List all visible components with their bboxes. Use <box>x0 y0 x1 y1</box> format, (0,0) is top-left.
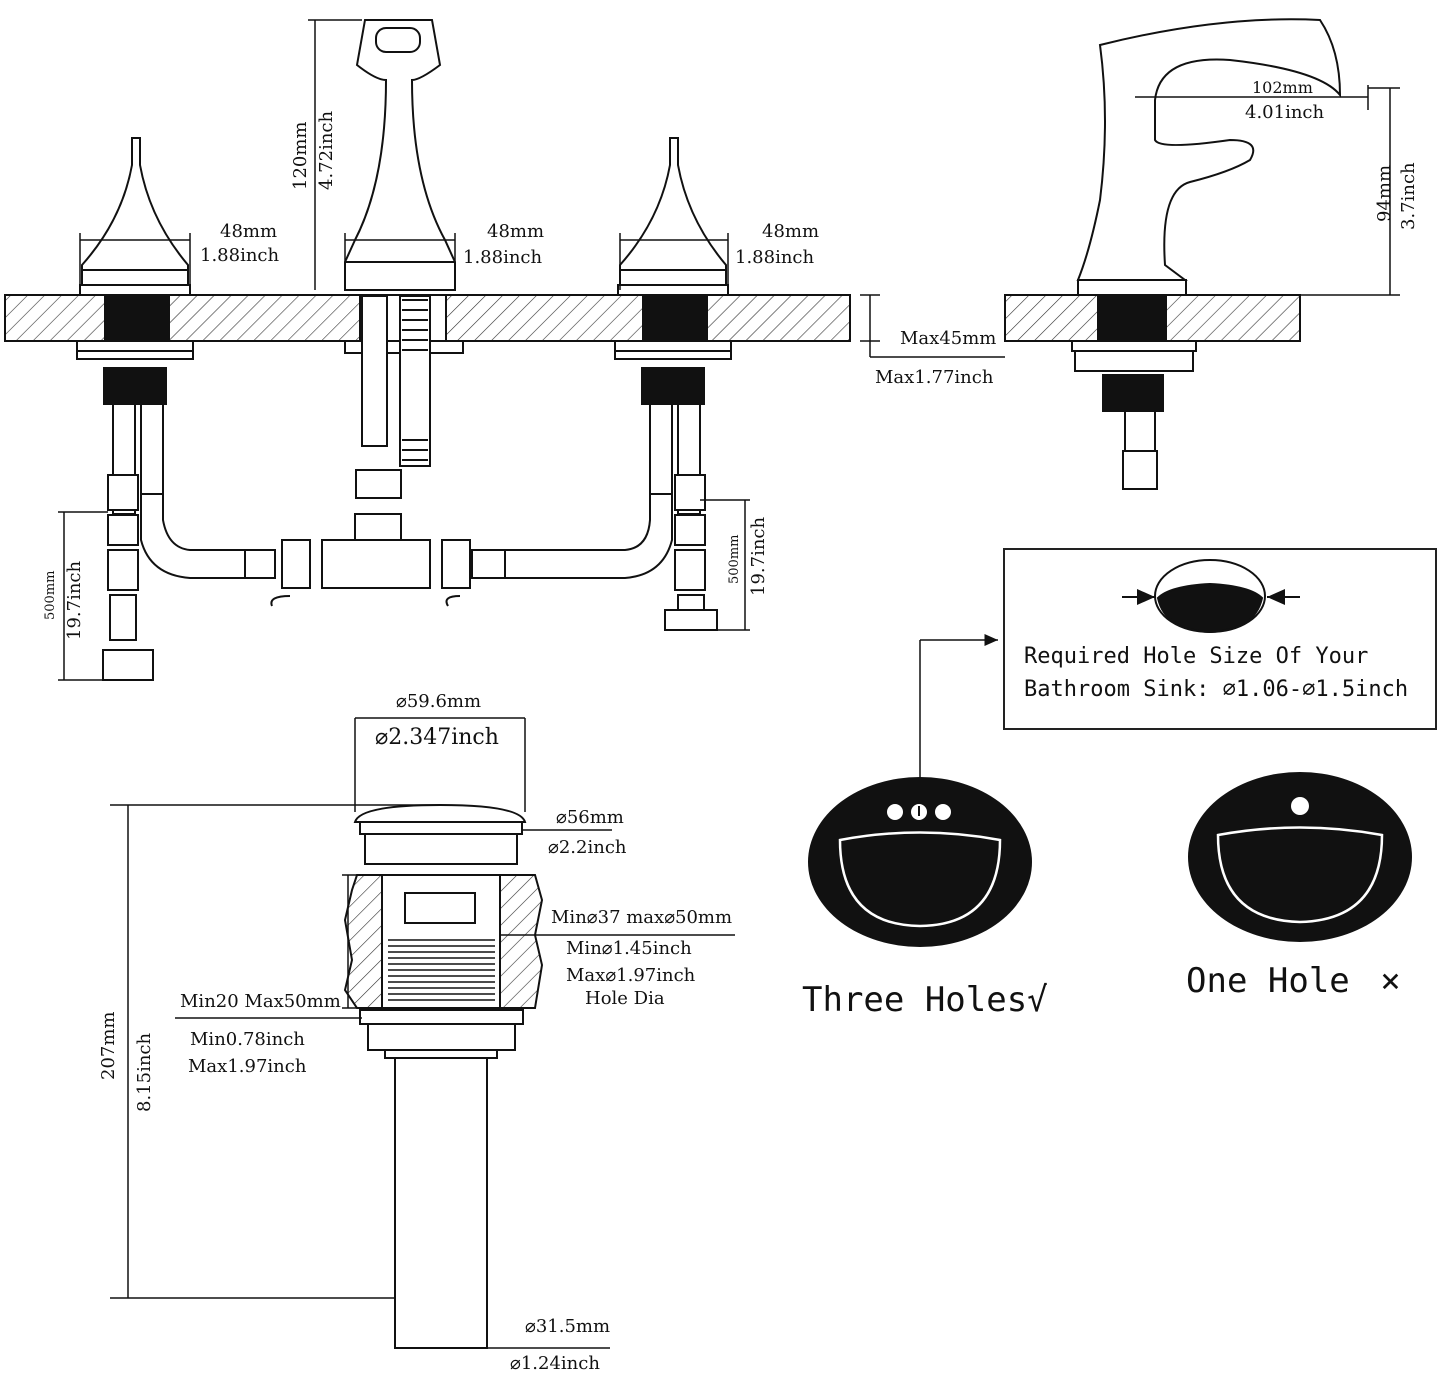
drain-length-in: 8.15inch <box>134 1032 155 1112</box>
drain-hole-dia-min-in: Min⌀1.45inch <box>566 938 692 959</box>
deck-thickness-mm: Max45mm <box>900 328 997 349</box>
drain-dimension-lines <box>110 717 735 1349</box>
drain-length-mm: 207mm <box>98 1011 119 1081</box>
one-hole-text: One Hole <box>1186 961 1350 1001</box>
left-handle-width-mm: 48mm <box>220 221 278 242</box>
drain-flange-diameter-in: ⌀2.2inch <box>548 837 627 858</box>
drain-thickness-max-in: Max1.97inch <box>188 1056 307 1077</box>
side-reach-in: 4.01inch <box>1245 102 1325 123</box>
drain-thickness-min-in: Min0.78inch <box>190 1029 305 1050</box>
left-hose-length-mm: 500mm <box>43 570 58 620</box>
three-hole-sink-icon <box>808 777 1032 947</box>
hole-note-line1: Required Hole Size Of Your <box>1024 644 1369 669</box>
drain-cap-diameter-mm: ⌀59.6mm <box>396 691 482 712</box>
tee-connector <box>244 513 506 607</box>
left-hose-length-in: 19.7inch <box>64 560 85 640</box>
right-hose-length-in: 19.7inch <box>748 516 769 596</box>
drain-tail-diameter-in: ⌀1.24inch <box>510 1353 600 1374</box>
center-spout <box>344 19 464 499</box>
drain-cap-diameter-in: ⌀2.347inch <box>375 725 499 750</box>
cross-mark-icon: × <box>1380 961 1401 1001</box>
side-height-mm: 94mm <box>1374 164 1395 222</box>
three-holes-text: Three Holes <box>802 980 1028 1020</box>
right-handle-width-mm: 48mm <box>762 221 820 242</box>
hole-size-note <box>1003 548 1437 730</box>
left-handle-width-in: 1.88inch <box>200 245 280 266</box>
check-mark-icon: √ <box>1027 980 1048 1020</box>
deck-thickness-in: Max1.77inch <box>875 367 994 388</box>
side-dimension-lines <box>1135 85 1400 296</box>
right-hose-length-mm: 500mm <box>727 534 742 584</box>
right-handle-width-in: 1.88inch <box>735 247 815 268</box>
left-handle <box>76 137 246 681</box>
one-hole-sink-icon <box>1188 772 1412 942</box>
spout-height-in: 4.72inch <box>316 110 337 190</box>
side-view-faucet <box>1004 18 1342 490</box>
drain-hole-dia-mm: Min⌀37 max⌀50mm <box>551 907 733 928</box>
hole-size-icon <box>1122 559 1300 634</box>
three-holes-label: Three Holes√ <box>802 983 1048 1017</box>
right-handle <box>504 137 732 631</box>
pop-up-drain <box>343 803 544 1349</box>
drain-hole-dia-max-in: Max⌀1.97inch <box>566 965 696 986</box>
drain-tail-diameter-mm: ⌀31.5mm <box>525 1316 611 1337</box>
spout-base-width-in: 1.88inch <box>463 247 543 268</box>
callout-leader <box>919 634 998 780</box>
spout-base-width-mm: 48mm <box>487 221 545 242</box>
one-hole-label: One Hole × <box>1186 964 1401 998</box>
drain-thickness-mm: Min20 Max50mm <box>180 991 341 1012</box>
side-height-in: 3.7inch <box>1398 162 1419 230</box>
front-dimension-lines <box>58 19 1005 681</box>
hole-note-line2: Bathroom Sink: ⌀1.06-⌀1.5inch <box>1024 677 1409 702</box>
drain-hole-dia-label: Hole Dia <box>585 988 665 1009</box>
drain-flange-diameter-mm: ⌀56mm <box>556 807 624 828</box>
spout-height-mm: 120mm <box>290 121 311 191</box>
side-reach-mm: 102mm <box>1252 78 1313 97</box>
